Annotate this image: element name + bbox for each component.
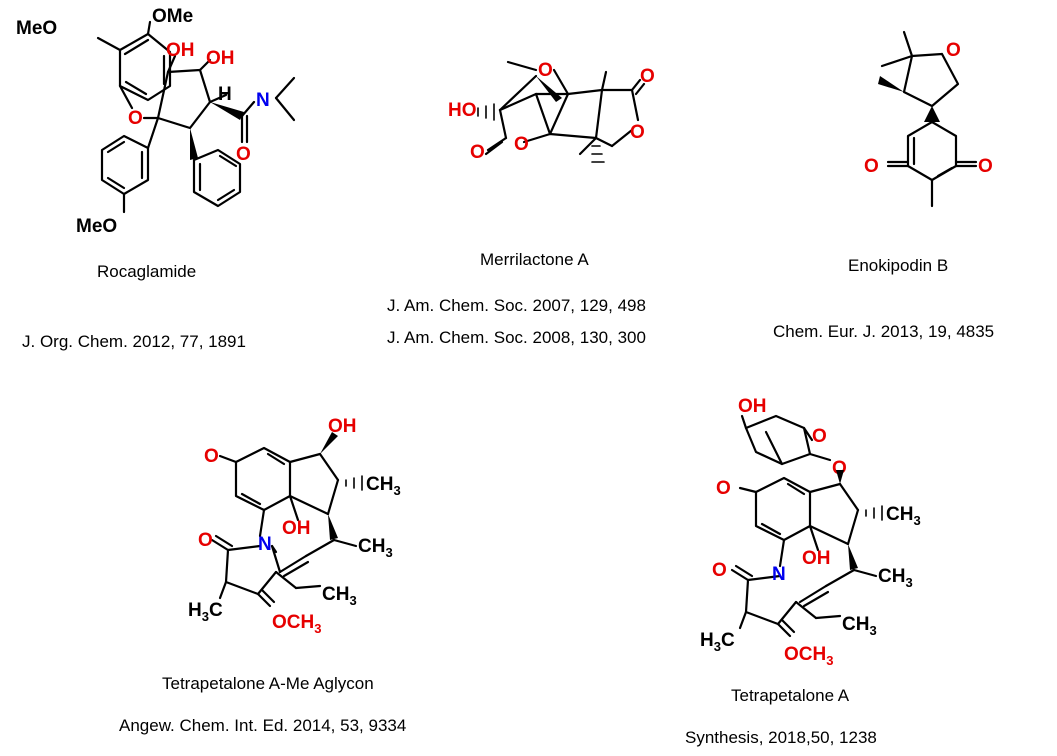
- atom-oh-sugar: OH: [738, 396, 767, 417]
- reference-enokipodin-b: Chem. Eur. J. 2013, 19, 4835: [773, 322, 995, 341]
- reference-rocaglamide: J. Org. Chem. 2012, 77, 1891: [22, 332, 246, 351]
- atom-ome: OMe: [152, 6, 193, 27]
- atom-n: N: [772, 564, 786, 585]
- compound-name-tetrapetalone-a-me-aglycon: Tetrapetalone A-Me Aglycon: [162, 674, 374, 693]
- atom-oh-2: OH: [206, 48, 235, 69]
- atom-o-quinone-right: O: [978, 156, 993, 177]
- atom-ch-methyl-1: CH3: [366, 474, 401, 498]
- reference-merrilactone-a-1: J. Am. Chem. Soc. 2007, 129, 498: [387, 296, 646, 315]
- atom-o-glycoside: O: [832, 458, 847, 479]
- atom-o-enone: O: [716, 478, 731, 499]
- atom-o-enone: O: [204, 446, 219, 467]
- reference-tetrapetalone-a-me-aglycon: Angew. Chem. Int. Ed. 2014, 53, 9334: [119, 716, 407, 735]
- enokipodin-b-structure: O O O: [864, 30, 993, 208]
- atom-o-lactone-carbonyl-2: O: [470, 142, 485, 163]
- atom-ch-methyl-1: CH3: [886, 504, 921, 528]
- atom-h3c: H3C: [700, 630, 735, 654]
- rocaglamide-structure: MeO OMe OH OH H O N O MeO: [16, 6, 296, 237]
- atom-meo-bottom: MeO: [76, 216, 117, 237]
- merrilactone-a-structure: O O O HO O O: [448, 60, 655, 163]
- atom-o-lactam: O: [712, 560, 727, 581]
- compound-name-merrilactone-a: Merrilactone A: [480, 250, 589, 269]
- atom-n: N: [256, 90, 270, 111]
- atom-ch-ethyl: CH3: [322, 584, 357, 608]
- compound-name-tetrapetalone-a: Tetrapetalone A: [731, 686, 850, 705]
- atom-ho: HO: [448, 100, 477, 121]
- atom-o-lactone-ring-2: O: [514, 134, 529, 155]
- compound-name-enokipodin-b: Enokipodin B: [848, 256, 949, 275]
- atom-o-quinone-left: O: [864, 156, 879, 177]
- atom-o-sugar-ring: O: [812, 426, 827, 447]
- atom-oh-ring: OH: [282, 518, 311, 539]
- reference-tetrapetalone-a: Synthesis, 2018,50, 1238: [685, 728, 877, 747]
- atom-o-lactone-ring-1: O: [630, 122, 645, 143]
- atom-o-ketone: O: [946, 40, 961, 61]
- atom-ch-ethyl: CH3: [842, 614, 877, 638]
- atom-meo-top: MeO: [16, 18, 57, 39]
- tetrapetalone-a-me-aglycon-structure: OH O CH3 OH O N CH3 CH3 H3C OCH3: [188, 416, 401, 636]
- tetrapetalone-a-structure: OH O O O CH3 OH O N CH3 CH3 H3C OCH3: [700, 396, 921, 668]
- atom-och3: OCH3: [272, 612, 321, 636]
- atom-oh-top: OH: [328, 416, 357, 437]
- atom-oh-ring: OH: [802, 548, 831, 569]
- atom-o-amide: O: [236, 144, 251, 165]
- atom-ch-methyl-2: CH3: [358, 536, 393, 560]
- atom-o-furan: O: [128, 108, 143, 129]
- compound-name-rocaglamide: Rocaglamide: [97, 262, 197, 281]
- atom-o-lactam: O: [198, 530, 213, 551]
- atom-o-lactone-carbonyl-1: O: [640, 66, 655, 87]
- atom-n: N: [258, 534, 272, 555]
- reference-merrilactone-a-2: J. Am. Chem. Soc. 2008, 130, 300: [387, 328, 646, 347]
- atom-h: H: [218, 84, 232, 105]
- atom-ch-methyl-2: CH3: [878, 566, 913, 590]
- atom-och3: OCH3: [784, 644, 833, 668]
- atom-oh-1: OH: [166, 40, 195, 61]
- atom-o-bridge: O: [538, 60, 553, 81]
- atom-h3c: H3C: [188, 600, 223, 624]
